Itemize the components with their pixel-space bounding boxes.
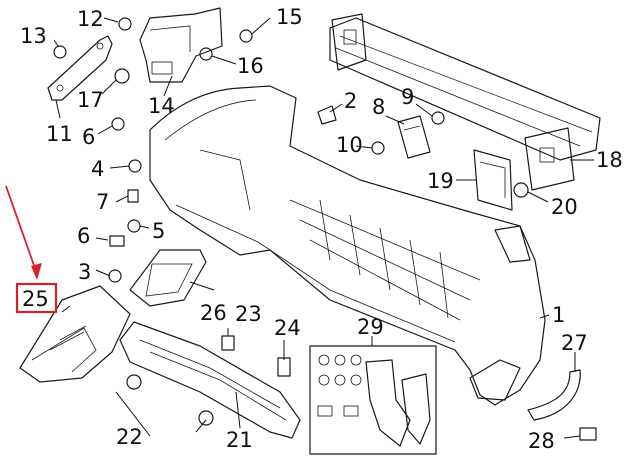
highlight-arrowhead	[31, 263, 42, 280]
bumper-cover	[149, 85, 546, 406]
callout-20: 20	[551, 195, 578, 219]
lower-trim-21	[119, 321, 301, 439]
callout-26: 26	[200, 301, 227, 325]
callout-6a: 6	[82, 125, 95, 149]
callout-16: 16	[237, 54, 264, 78]
callout-14: 14	[148, 94, 175, 118]
callout-21: 21	[226, 428, 253, 452]
highlight-box	[15, 282, 58, 314]
lower-panel-25	[19, 285, 131, 383]
callout-13: 13	[20, 24, 47, 48]
callout-6b: 6	[77, 224, 90, 248]
deflector-26	[129, 249, 207, 307]
callout-29: 29	[357, 315, 384, 339]
callout-22: 22	[116, 425, 143, 449]
callout-4: 4	[91, 157, 104, 181]
bracket-8	[397, 115, 431, 159]
highlight-marker	[5, 185, 58, 314]
callout-25: 25	[22, 287, 49, 311]
callout-9: 9	[401, 85, 414, 109]
fasteners	[53, 17, 597, 441]
bracket-14	[139, 7, 223, 83]
callout-24: 24	[274, 316, 301, 340]
bumper-reinforcement-beam	[329, 13, 601, 191]
callout-17: 17	[77, 88, 104, 112]
callout-5: 5	[152, 219, 165, 243]
callout-1: 1	[552, 303, 565, 327]
highlight-arrow	[5, 185, 38, 275]
callout-10: 10	[336, 133, 363, 157]
callout-27: 27	[561, 331, 588, 355]
callout-28: 28	[528, 429, 555, 453]
mud-flap-kit-29	[309, 345, 437, 455]
callout-15: 15	[276, 5, 303, 29]
leader-lines	[53, 17, 594, 439]
callout-7: 7	[96, 190, 109, 214]
callout-labels: 1 2 3 4 5 6 6 7 8 9 10 11 12 13 14 15 16…	[20, 5, 623, 453]
callout-2: 2	[344, 89, 357, 113]
bracket-11	[47, 35, 113, 101]
bracket-19	[473, 149, 513, 211]
moulding-27	[527, 369, 581, 421]
callout-3: 3	[78, 260, 91, 284]
callout-8: 8	[372, 95, 385, 119]
callout-18: 18	[596, 148, 623, 172]
callout-11: 11	[46, 122, 73, 146]
callout-12: 12	[77, 7, 104, 31]
callout-19: 19	[427, 169, 454, 193]
callout-23: 23	[235, 302, 262, 326]
